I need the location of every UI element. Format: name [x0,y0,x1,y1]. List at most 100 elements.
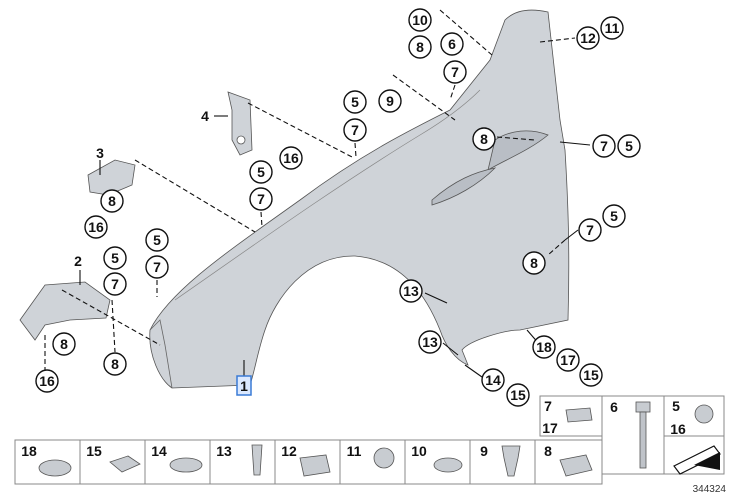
legend-label-11: 11 [347,443,362,459]
callout-8-top-label: 8 [416,39,424,55]
callout-18[interactable]: 18 [532,335,556,359]
clip-icon [559,454,593,477]
bracket-2 [19,281,111,341]
callout-13-lower[interactable]: 13 [418,330,442,354]
callout-16-left-label: 16 [88,219,104,235]
plug-icon [169,457,203,473]
callout-7-lowerleft[interactable]: 7 [145,255,169,279]
callout-7-upper[interactable]: 7 [343,118,367,142]
callout-8-bracket2[interactable]: 8 [52,332,76,356]
front-fender [149,9,570,389]
callout-8-right[interactable]: 8 [522,251,546,275]
callout-6-label: 6 [448,36,456,52]
legend-top-row: 7 17 6 5 16 [539,395,725,475]
expanding-rivet-icon [501,445,521,477]
callout-15-right-label: 15 [583,367,599,383]
legend-cell-5-16[interactable] [663,395,725,437]
callout-6[interactable]: 6 [440,32,464,56]
legend-label-15: 15 [86,443,102,459]
callout-15-bottom-label: 15 [510,387,526,403]
legend-cell-13[interactable] [209,439,276,485]
legend-label-9: 9 [480,443,488,459]
callout-9[interactable]: 9 [378,89,402,113]
callout-5-bracket2-label: 5 [111,250,119,266]
legend-label-6: 6 [610,399,618,415]
screw-icon [694,404,714,424]
callout-15-right[interactable]: 15 [579,363,603,387]
grommet-icon [38,459,72,477]
callout-8-left-label: 8 [108,193,116,209]
callout-17[interactable]: 17 [556,348,580,372]
callout-16-lower-label: 16 [39,373,55,389]
callout-7-top-label: 7 [451,64,459,80]
callout-16-lower[interactable]: 16 [35,369,59,393]
legend-cell-6[interactable] [601,395,665,475]
bolt-shaft-icon [639,411,647,469]
callout-7-mid-label: 7 [257,191,265,207]
callout-7-right-lower-label: 7 [586,222,594,238]
arrow-wedge-icon [694,452,720,470]
callout-5-upper[interactable]: 5 [343,90,367,114]
callout-7-bracket2-label: 7 [111,276,119,292]
legend-bottom-row: 18 15 14 13 12 11 10 9 8 [14,439,603,485]
legend-label-17: 17 [542,420,558,436]
screw-icon-11 [373,447,395,469]
callout-5-lowerleft[interactable]: 5 [145,228,169,252]
legend-label-12: 12 [281,443,297,459]
callout-7-top[interactable]: 7 [443,60,467,84]
legend-label-18: 18 [21,443,37,459]
callout-5-bracket2[interactable]: 5 [103,246,127,270]
callout-7-right-label: 7 [600,138,608,154]
bolt-head-icon [635,401,651,413]
callout-15-bottom[interactable]: 15 [506,383,530,407]
callout-7-bracket2[interactable]: 7 [103,272,127,296]
callout-16-upper[interactable]: 16 [279,146,303,170]
callout-8-top[interactable]: 8 [408,35,432,59]
callout-7-right[interactable]: 7 [592,134,616,158]
callout-12-label: 12 [580,30,596,46]
legend-label-13: 13 [216,443,232,459]
callout-8-left[interactable]: 8 [100,189,124,213]
legend-label-16: 16 [670,421,686,437]
callout-8-mid[interactable]: 8 [472,127,496,151]
drawing-number: 344324 [693,484,727,495]
legend-label-5: 5 [672,398,680,414]
callout-11[interactable]: 11 [600,16,624,40]
callout-5-mid-label: 5 [257,164,265,180]
callout-16-upper-label: 16 [283,150,299,166]
callout-18-label: 18 [536,339,552,355]
callout-14[interactable]: 14 [481,368,505,392]
callout-12[interactable]: 12 [576,26,600,50]
callout-7-right-lower[interactable]: 7 [578,218,602,242]
legend-label-14: 14 [151,443,167,459]
callout-5-mid[interactable]: 5 [249,160,273,184]
callout-1-label: 1 [240,378,248,394]
callout-11-label: 11 [605,20,620,36]
hex-nut-icon [109,455,141,473]
callout-5-right-lower-label: 5 [610,208,618,224]
callout-16-left[interactable]: 16 [84,215,108,239]
callout-13-upper[interactable]: 13 [399,279,423,303]
legend-label-7: 7 [544,398,552,414]
callout-9-label: 9 [386,93,394,109]
callout-7-upper-label: 7 [351,122,359,138]
callout-8-right-label: 8 [530,255,538,271]
callout-5-right[interactable]: 5 [617,134,641,158]
callout-5-lowerleft-label: 5 [153,232,161,248]
callout-5-right-label: 5 [625,138,633,154]
callout-8-mid-label: 8 [480,131,488,147]
callout-1-highlight[interactable]: 1 [236,375,252,396]
callout-10[interactable]: 10 [408,8,432,32]
callout-5-right-lower[interactable]: 5 [602,204,626,228]
label-2: 2 [74,253,82,269]
legend-label-8: 8 [544,443,552,459]
callout-8-bracket2-lower[interactable]: 8 [103,352,127,376]
leader-lines [44,9,591,378]
legend-cell-11[interactable] [339,439,406,485]
callout-8-bracket2-lower-label: 8 [111,356,119,372]
speed-nut-icon [299,454,331,477]
callout-7-mid[interactable]: 7 [249,187,273,211]
rivet-icon [251,444,263,476]
callout-13-upper-label: 13 [403,283,419,299]
callout-13-lower-label: 13 [422,334,438,350]
